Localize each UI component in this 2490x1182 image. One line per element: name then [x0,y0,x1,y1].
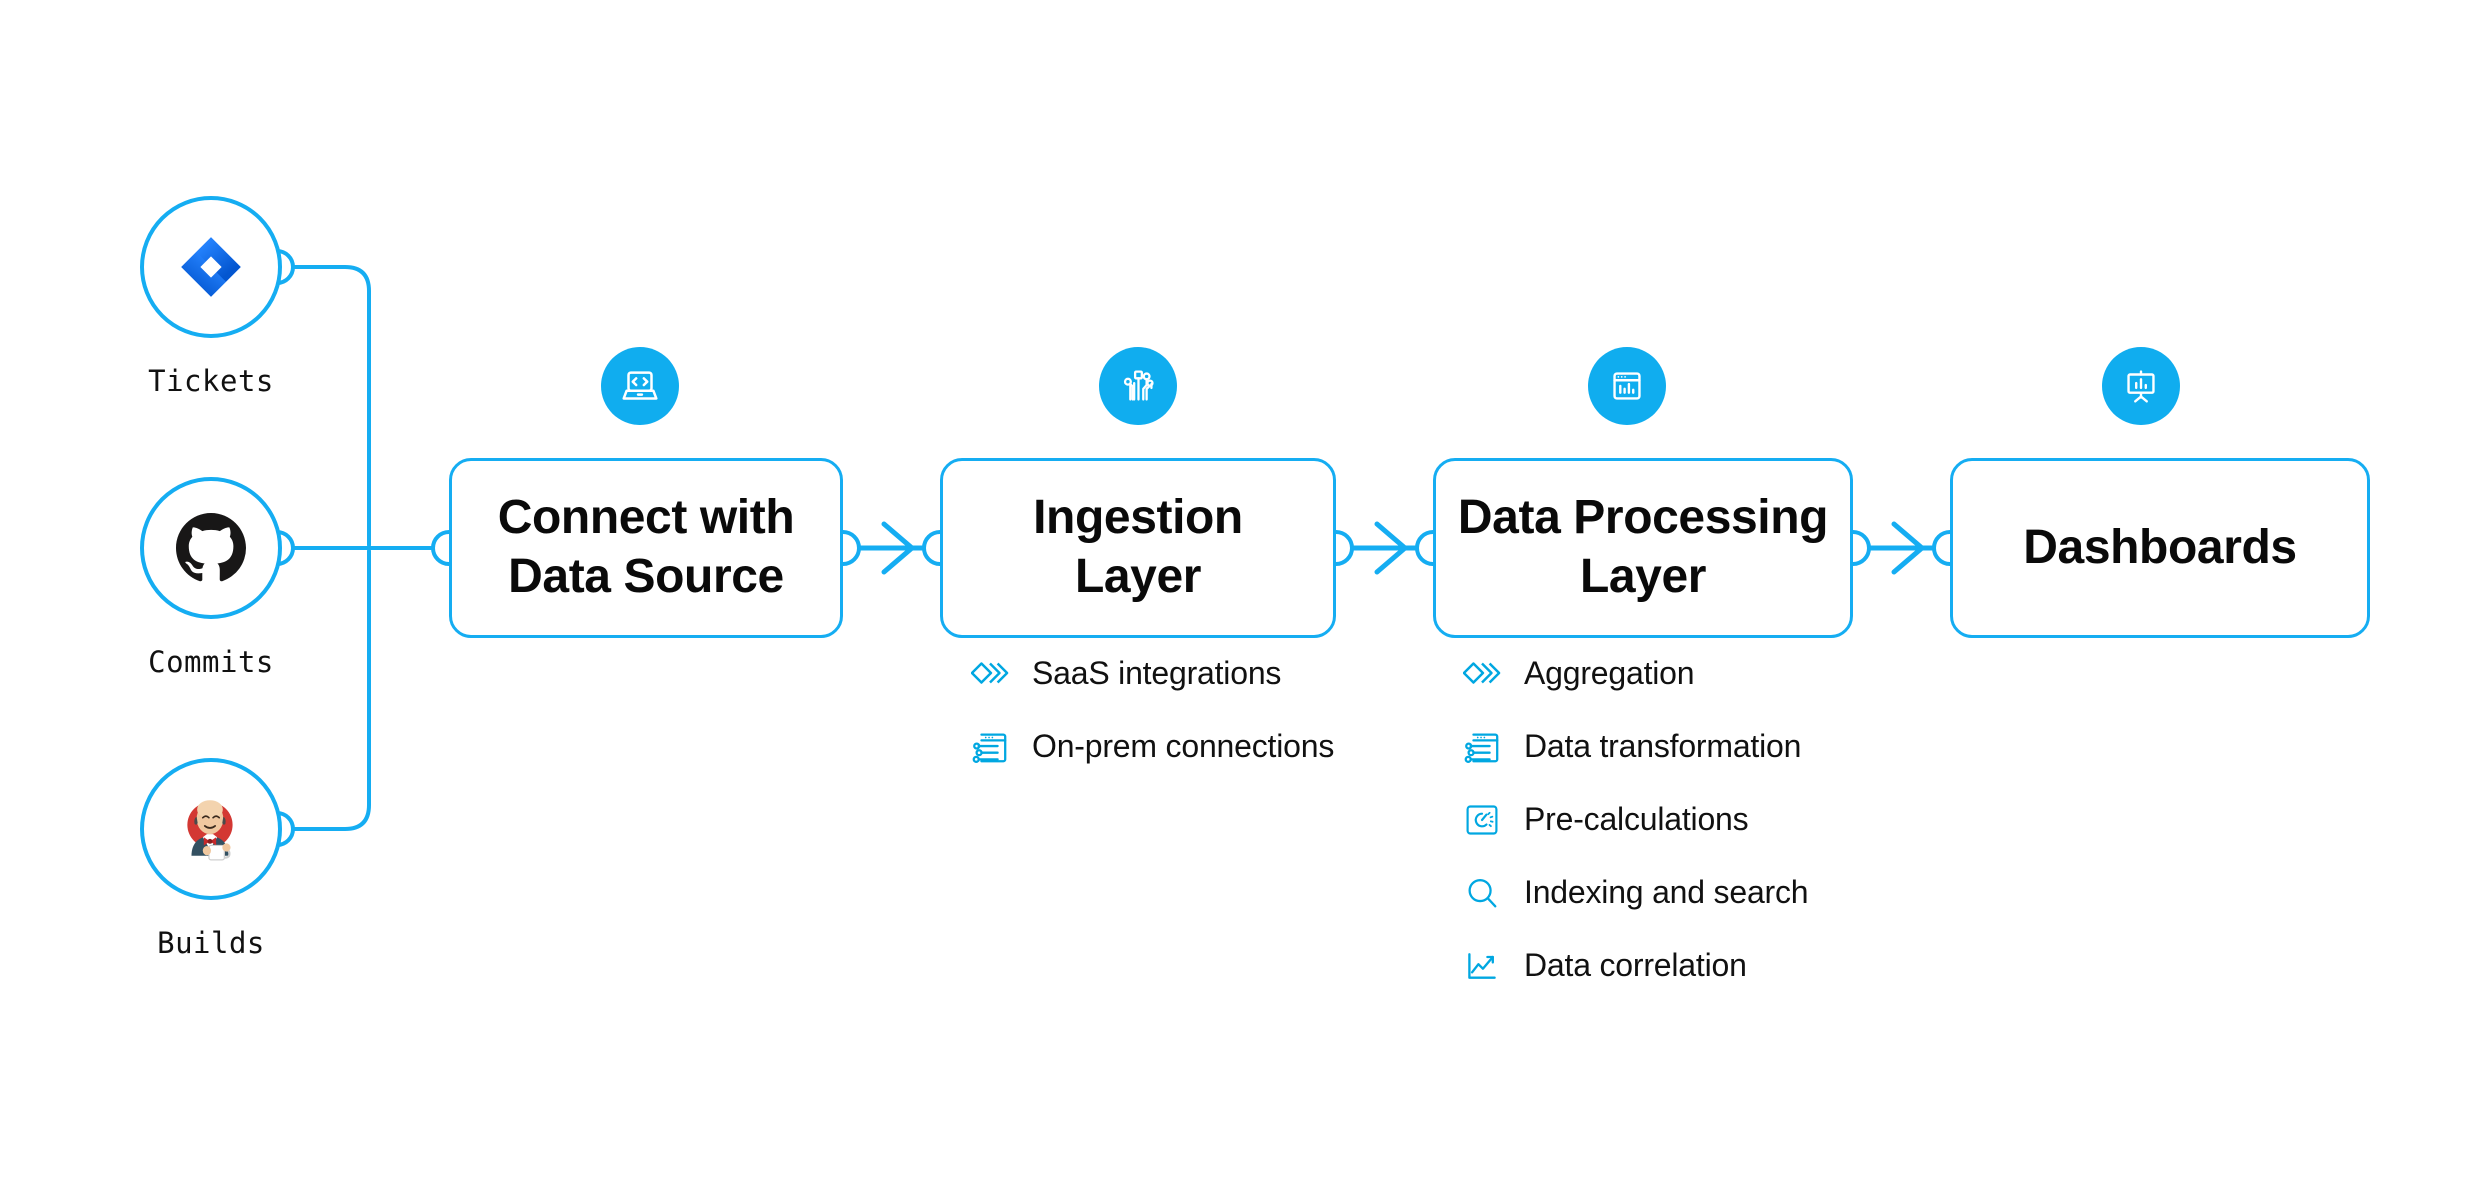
stage2-badge-circuit-nodes-icon [1099,347,1177,425]
stage1-badge-laptop-code-icon [601,347,679,425]
line-chart-icon [1462,946,1502,986]
magnifier-icon [1462,873,1502,913]
feature-item: Data correlation [1462,929,1808,1002]
wire-tickets [283,265,371,547]
stage4-badge-presentation-chart-icon [2102,347,2180,425]
source-ring [140,477,282,619]
source-node-commits[interactable]: Commits [140,477,282,679]
stage-box-data-processing-layer[interactable]: Data Processing Layer [1433,458,1853,638]
stage-title-line2: Data Source [508,550,784,603]
feature-label: Indexing and search [1524,874,1809,910]
feature-item: On-prem connections [970,710,1334,783]
stage-title: Connect with Data Source [480,489,813,606]
arrow-connector-2 [1340,521,1436,575]
source-label: Tickets [148,364,274,398]
gauge-square-icon [1462,800,1502,840]
stage-box-ingestion-layer[interactable]: Ingestion Layer [940,458,1336,638]
stage-title-line1: Connect with [497,491,795,545]
stage-box-connect-with-data-source[interactable]: Connect with Data Source [449,458,843,638]
stage-title-line2: Layer [1579,550,1707,603]
source-node-builds[interactable]: Builds [140,758,282,960]
window-sliders-icon [1462,727,1502,767]
feature-label: Pre-calculations [1524,801,1749,837]
feature-label: Data correlation [1524,947,1747,983]
feature-item: Pre-calculations [1462,783,1808,856]
stage-title-line1: Dashboards [2023,520,2297,574]
feature-item: SaaS integrations [970,637,1334,710]
layered-diamonds-icon [1462,654,1502,694]
stage-title-line1: Ingestion [1033,491,1243,545]
ingestion-feature-list: SaaS integrations On-prem conne [970,637,1334,783]
jira-logo-icon [172,228,250,306]
stage-title-line1: Data Processing [1457,491,1829,545]
processing-feature-list: Aggregation Data transformation [1462,637,1809,1002]
source-label: Builds [157,926,265,960]
stage-title: Dashboards [2005,519,2314,578]
stage-title-line2: Layer [1074,550,1202,603]
jenkins-logo-icon [172,790,250,868]
arrow-connector-1 [847,521,943,575]
feature-item: Indexing and search [1462,856,1809,929]
feature-label: SaaS integrations [1032,655,1282,691]
stage-title: Data Processing Layer [1440,489,1846,606]
window-sliders-icon [970,727,1010,767]
feature-label: Data transformation [1524,728,1802,764]
wire-builds [283,549,371,831]
arrow-connector-3 [1857,521,1953,575]
source-label: Commits [148,645,274,679]
layered-diamonds-icon [970,654,1010,694]
feature-item: Data transformation [1462,710,1808,783]
stage-title: Ingestion Layer [1015,489,1261,606]
feature-label: On-prem connections [1032,728,1335,764]
stage3-badge-window-barchart-icon [1588,347,1666,425]
github-logo-icon [172,509,250,587]
feature-label: Aggregation [1524,655,1695,691]
feature-item: Aggregation [1462,637,1808,710]
stage-box-dashboards[interactable]: Dashboards [1950,458,2370,638]
source-node-tickets[interactable]: Tickets [140,196,282,398]
